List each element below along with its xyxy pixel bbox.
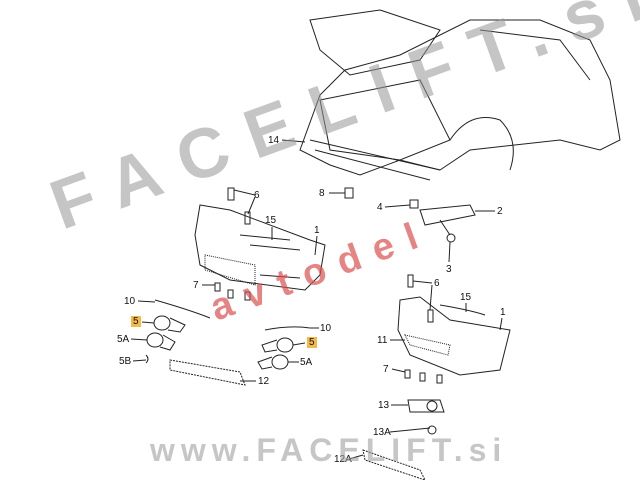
- callout-4: 4: [377, 202, 383, 213]
- callout-5-highlighted-right: 5: [307, 337, 317, 348]
- callout-10-right: 10: [320, 323, 332, 334]
- callout-5A-right: 5A: [300, 357, 313, 368]
- callout-7: 7: [193, 280, 199, 291]
- callout-5A: 5A: [117, 334, 130, 345]
- callout-11: 11: [377, 335, 388, 346]
- callout-7-right: 7: [383, 364, 389, 375]
- callout-2: 2: [497, 206, 503, 217]
- bumper-left-illustration: [145, 187, 326, 386]
- callout-15: 15: [265, 215, 277, 226]
- callout-14: 14: [268, 135, 280, 146]
- callout-3: 3: [446, 264, 452, 275]
- callout-12: 12: [258, 376, 270, 387]
- leader-lines: [130, 139, 503, 460]
- bracket-illustration: [344, 187, 476, 243]
- callout-13A: 13A: [373, 427, 391, 438]
- car-front-illustration: [299, 9, 621, 181]
- callout-1-right: 1: [500, 307, 506, 318]
- callout-6-right: 6: [434, 278, 440, 289]
- bumper-right-illustration: [362, 274, 511, 480]
- callout-8: 8: [319, 188, 325, 199]
- callout-5B: 5B: [119, 356, 132, 367]
- callout-10: 10: [124, 296, 136, 307]
- callout-1: 1: [314, 225, 320, 236]
- callout-6: 6: [254, 190, 260, 201]
- callout-13: 13: [378, 400, 390, 411]
- callout-5-highlighted: 5: [131, 316, 141, 327]
- callout-12A: 12A: [334, 454, 352, 465]
- callout-15-right: 15: [460, 292, 472, 303]
